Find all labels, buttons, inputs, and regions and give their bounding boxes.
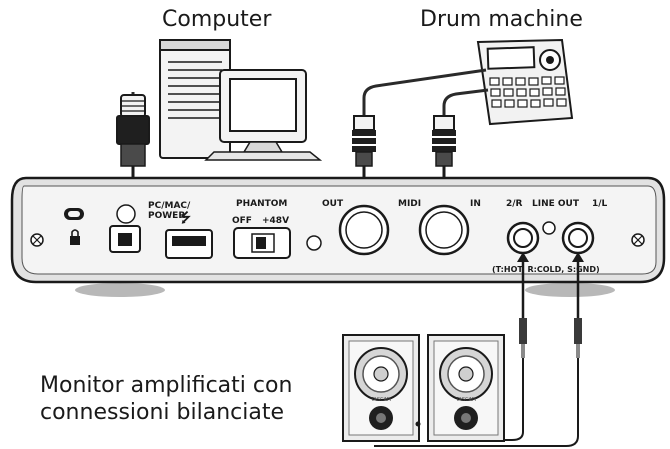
screw-right-icon (631, 233, 645, 247)
monitors-label-line-1: Monitor amplificati con (40, 373, 293, 398)
monitors-label-line-2: connessioni bilanciate (40, 400, 284, 425)
security-slot-icon (64, 208, 84, 220)
line-out-2r-jack (506, 221, 540, 255)
midi-label: MIDI (398, 199, 421, 209)
line-out-2r-label: 2/R (506, 199, 523, 209)
audio-interface-rear-panel: PC/MAC/ POWER ⭍ PHANTOM OFF +48V OUT MID… (10, 176, 666, 297)
drum-machine-label: Drum machine (420, 7, 583, 32)
ground-screw-icon (306, 235, 322, 251)
monitors-label: Monitor amplificati con connessioni bila… (40, 372, 292, 426)
phantom-48v-label: +48V (262, 216, 289, 226)
monitor-speaker-left-icon (342, 334, 421, 442)
phantom-label: PHANTOM (236, 199, 287, 209)
phantom-off-label: OFF (232, 216, 252, 226)
midi-out-label: OUT (322, 199, 344, 209)
midi-in-port (418, 204, 470, 256)
line-out-screw-icon (542, 221, 556, 235)
midi-cables (352, 68, 489, 226)
usb-b-port (109, 204, 141, 253)
drum-machine-icon (476, 38, 574, 126)
line-out-label: LINE OUT (532, 199, 580, 209)
pc-mac-power-label-2: POWER (148, 211, 185, 221)
speaker-left-brand: TASCAM (370, 397, 392, 403)
usb-symbol-icon: ⭍ (180, 210, 191, 226)
monitor-speaker-right-icon (427, 334, 505, 442)
line-out-1l-jack (561, 221, 595, 255)
screw-left-icon (30, 233, 44, 247)
line-out-pinout-label: (T:HOT, R:COLD, S:GND) (492, 265, 600, 274)
speaker-right-brand: TASCAM (455, 397, 477, 403)
computer-label: Computer (162, 7, 272, 32)
computer-icon (159, 39, 323, 161)
phantom-power-switch (233, 227, 291, 259)
pc-mac-power-label-1: PC/MAC/ (148, 201, 191, 211)
trs-cables (374, 252, 584, 447)
midi-in-label: IN (470, 199, 481, 209)
lock-icon (70, 229, 80, 245)
line-out-1l-label: 1/L (592, 199, 608, 209)
usb-a-port (165, 229, 213, 259)
midi-out-port (338, 204, 390, 256)
